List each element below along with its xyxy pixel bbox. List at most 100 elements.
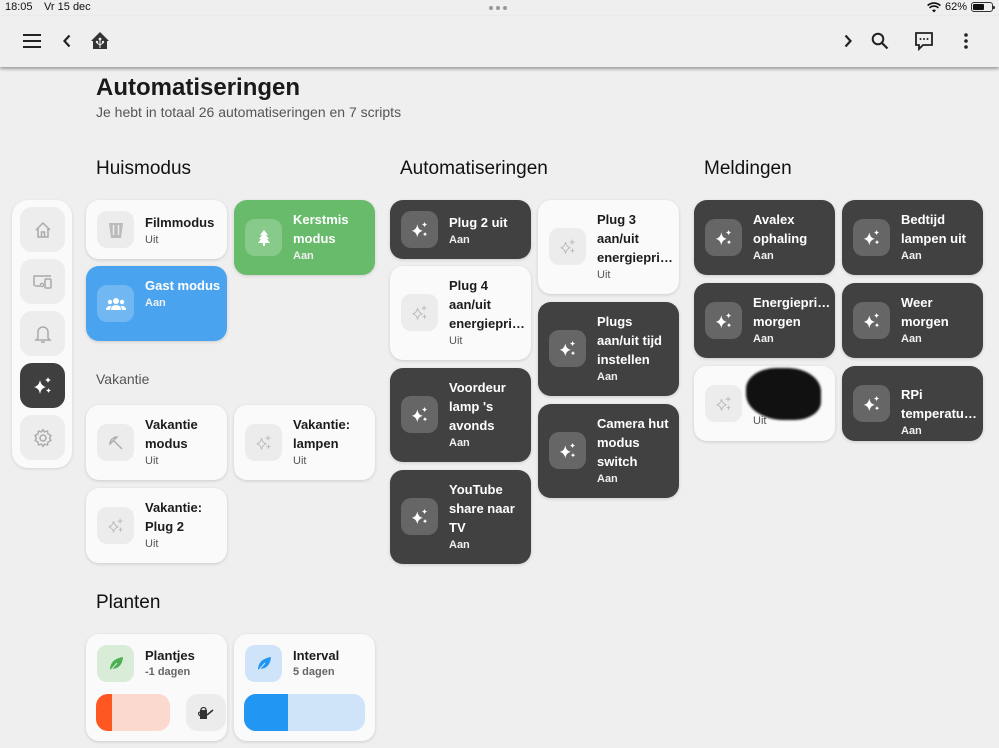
- gear-icon: [33, 428, 52, 447]
- card-name: RPi temperatu…: [901, 387, 977, 421]
- card-name: Bedtijd lampen uit: [901, 212, 967, 246]
- card-state: Aan: [597, 371, 618, 383]
- card-name: Weer morgen: [901, 295, 949, 329]
- card-rpi-temperatuur[interactable]: RPi temperatu…Aan: [842, 366, 983, 441]
- search-button[interactable]: [867, 28, 893, 54]
- card-state: Aan: [901, 250, 922, 262]
- forward-button[interactable]: [835, 28, 861, 54]
- card-state: Uit: [145, 234, 159, 246]
- sparkles-icon: [549, 228, 586, 265]
- tree-icon: [245, 219, 282, 256]
- card-state: Aan: [449, 234, 470, 246]
- side-navigation: [12, 200, 72, 468]
- plant-progress-bar[interactable]: [96, 694, 170, 731]
- card-state: Aan: [145, 297, 166, 309]
- nav-item-settings[interactable]: [20, 415, 65, 460]
- assist-button[interactable]: [911, 28, 937, 54]
- more-options-button[interactable]: [953, 28, 979, 54]
- card-state: Uit: [597, 269, 611, 281]
- card-name: Energiepri… morgen: [753, 295, 831, 329]
- page-subtitle: Je hebt in totaal 26 automatiseringen en…: [96, 104, 402, 120]
- card-state: Uit: [753, 415, 767, 427]
- plant-state: 5 dagen: [293, 666, 335, 678]
- plant-state: -1 dagen: [145, 666, 191, 678]
- sparkles-icon: [401, 294, 438, 331]
- card-state: Aan: [597, 473, 618, 485]
- card-name: Voordeur lamp 's avonds: [449, 380, 506, 433]
- card-state: Aan: [753, 333, 774, 345]
- umbrella-icon: [97, 424, 134, 461]
- card-name: Gast modus: [145, 278, 221, 293]
- card-plug-4[interactable]: Plug 4 aan/uit energiepri…Uit: [390, 266, 531, 360]
- nav-item-automations[interactable]: [20, 363, 65, 408]
- sparkles-icon: [853, 385, 890, 422]
- wifi-icon: [927, 1, 941, 12]
- leaf-icon: [97, 645, 134, 682]
- sparkles-icon: [853, 219, 890, 256]
- card-state: Uit: [145, 455, 159, 467]
- menu-icon: [23, 34, 41, 48]
- card-plug-3[interactable]: Plug 3 aan/uit energiepri… Uit: [538, 200, 679, 294]
- plant-progress-bar[interactable]: [244, 694, 365, 731]
- card-name: Kerstmis modus: [293, 212, 349, 246]
- search-icon: [871, 32, 889, 50]
- sparkles-icon: [549, 432, 586, 469]
- menu-button[interactable]: [19, 28, 45, 54]
- people-icon: [97, 285, 134, 322]
- multitask-dots-icon[interactable]: [489, 6, 509, 10]
- card-name: Plug 3 aan/uit energiepri…: [597, 212, 673, 265]
- plant-name: Interval: [293, 648, 340, 663]
- sparkles-icon: [853, 302, 890, 339]
- chat-icon: [915, 32, 933, 51]
- card-name: Plug 2 uit: [449, 215, 508, 230]
- card-name: YouTube share naar TV: [449, 482, 515, 535]
- bell-icon: [33, 325, 52, 343]
- section-title-huismodus: Huismodus: [96, 158, 192, 179]
- battery-percent: 62%: [944, 1, 967, 13]
- card-name: Vakantie: lampen: [293, 417, 351, 451]
- card-name: Plug 4 aan/uit energiepri…: [449, 278, 525, 331]
- water-button[interactable]: [186, 694, 226, 731]
- card-youtube-share[interactable]: YouTube share naar TV Aan: [390, 470, 531, 564]
- status-date: Vr 15 dec: [44, 1, 91, 13]
- nav-item-devices[interactable]: [20, 259, 65, 304]
- home-assistant-icon: [91, 32, 109, 49]
- card-name: Plugs aan/uit tijd instellen: [597, 314, 662, 367]
- home-assistant-button[interactable]: [87, 28, 113, 54]
- devices-icon: [32, 274, 52, 289]
- card-state: Aan: [449, 437, 470, 449]
- chevron-left-icon: [63, 34, 71, 48]
- nav-item-notifications[interactable]: [20, 311, 65, 356]
- sparkles-icon: [401, 211, 438, 248]
- sparkles-icon: [401, 498, 438, 535]
- card-state: Aan: [293, 250, 314, 262]
- sparkles-icon: [33, 376, 51, 394]
- section-title-meldingen: Meldingen: [704, 158, 792, 179]
- back-button[interactable]: [54, 28, 80, 54]
- leaf-icon: [245, 645, 282, 682]
- plant-card-interval[interactable]: Interval 5 dagen: [234, 634, 375, 741]
- plant-card-plantjes[interactable]: Plantjes -1 dagen: [86, 634, 227, 741]
- section-title-automatiseringen: Automatiseringen: [400, 158, 548, 179]
- card-redacted[interactable]: Uit: [694, 366, 835, 441]
- nav-item-home[interactable]: [20, 207, 65, 252]
- page-title: Automatiseringen: [96, 74, 301, 101]
- plant-name: Plantjes: [145, 648, 195, 663]
- home-icon: [34, 221, 51, 238]
- card-state: Aan: [449, 539, 470, 551]
- sparkles-icon: [245, 424, 282, 461]
